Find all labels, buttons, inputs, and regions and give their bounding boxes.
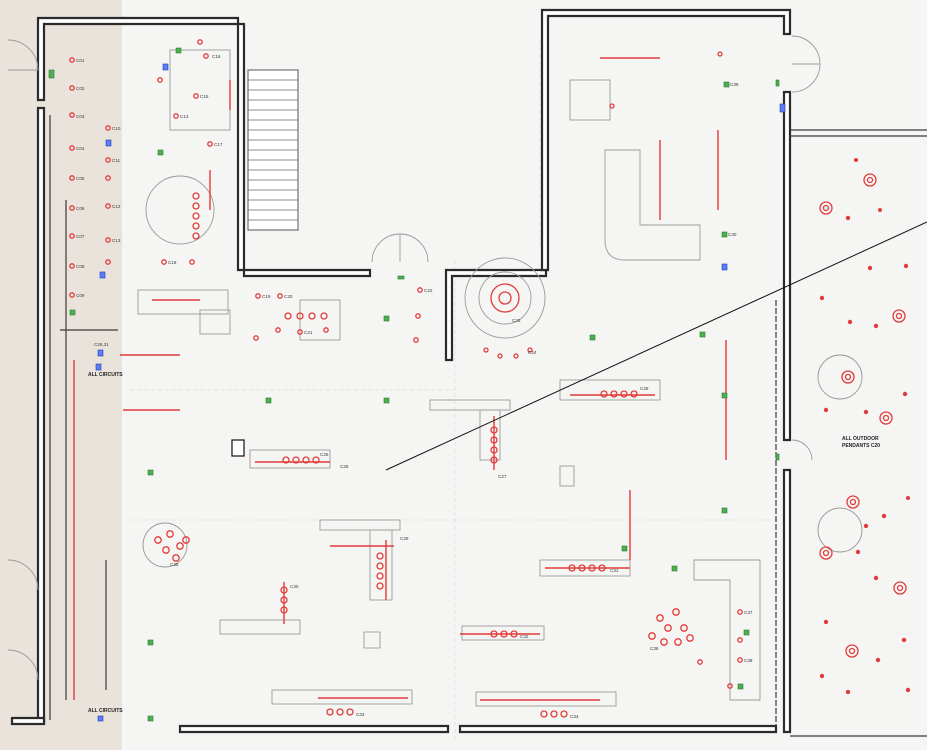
circuit-label: C35 xyxy=(170,562,179,567)
circuit-label: C14 xyxy=(180,114,189,119)
door-icon xyxy=(7,35,821,681)
junction-note: C26,31 xyxy=(94,342,109,347)
column-grid xyxy=(54,0,780,750)
circuit-label: C23 xyxy=(512,318,521,323)
all-circuits-note-top: ALL CIRCUITS xyxy=(88,372,123,378)
circuit-label: C05 xyxy=(76,176,85,181)
circuit-label: C30 xyxy=(290,584,299,589)
circuit-label: C37 xyxy=(744,610,753,615)
circuit-label: C34 xyxy=(570,714,579,719)
circuit-label: C40 xyxy=(728,232,737,237)
plan-notes: C26,31 ALL CIRCUITS ALL CIRCUITS ALL OUT… xyxy=(88,342,880,714)
circuit-label: C12 xyxy=(112,204,121,209)
outdoor-pendants-note-2: PENDANTS C20 xyxy=(842,443,880,449)
circuit-label: C15 xyxy=(200,94,209,99)
switch-icons xyxy=(48,47,780,722)
junction-icons xyxy=(95,63,786,722)
circuit-label: C21 xyxy=(304,330,313,335)
circuit-label: C18 xyxy=(168,260,177,265)
circuit-label: C17 xyxy=(214,142,223,147)
circuit-label: C29 xyxy=(400,536,409,541)
circuit-label: C25 xyxy=(320,452,329,457)
outdoor-pendants-note-1: ALL OUTDOOR xyxy=(842,436,879,442)
circuit-label: C13 xyxy=(112,238,121,243)
furniture xyxy=(137,49,863,707)
outdoor-pendants xyxy=(819,158,911,695)
circuit-label: C03 xyxy=(76,114,85,119)
circuit-label: C19 xyxy=(262,294,271,299)
circuit-label: C32 xyxy=(520,634,529,639)
circuit-label: C33 xyxy=(356,712,365,717)
circuit-label: C09 xyxy=(76,293,85,298)
circuit-label: C16 xyxy=(212,54,221,59)
circuit-label: C20 xyxy=(284,294,293,299)
left-margin-strip xyxy=(0,0,122,750)
circuit-label: C10 xyxy=(112,126,121,131)
circuit-label: C11 xyxy=(112,158,121,163)
circuit-label: C31 xyxy=(610,568,619,573)
circuit-label: C28 xyxy=(640,386,649,391)
circuit-label: C38 xyxy=(744,658,753,663)
circuit-label: C07 xyxy=(76,234,85,239)
walls xyxy=(10,8,927,737)
stair-icon xyxy=(247,69,299,231)
circuit-label: C06 xyxy=(76,206,85,211)
all-circuits-note-bottom: ALL CIRCUITS xyxy=(88,708,123,714)
circuit-label: C08 xyxy=(76,264,85,269)
circuit-label: C01 xyxy=(76,58,85,63)
circuit-label: C39 xyxy=(730,82,739,87)
circuit-label: C27 xyxy=(498,474,507,479)
light-fixtures xyxy=(69,39,743,718)
circuit-labels: C01 C02 C03 C04 C05 C06 C07 C08 C09 C10 … xyxy=(76,54,753,719)
circuit-label: C24 xyxy=(528,350,537,355)
circuit-label: C04 xyxy=(76,146,85,151)
circuit-label: C26 xyxy=(340,464,349,469)
circuit-label: C36 xyxy=(650,646,659,651)
circuit-label: C02 xyxy=(76,86,85,91)
circuit-label: C22 xyxy=(424,288,433,293)
leader-line xyxy=(385,221,927,471)
